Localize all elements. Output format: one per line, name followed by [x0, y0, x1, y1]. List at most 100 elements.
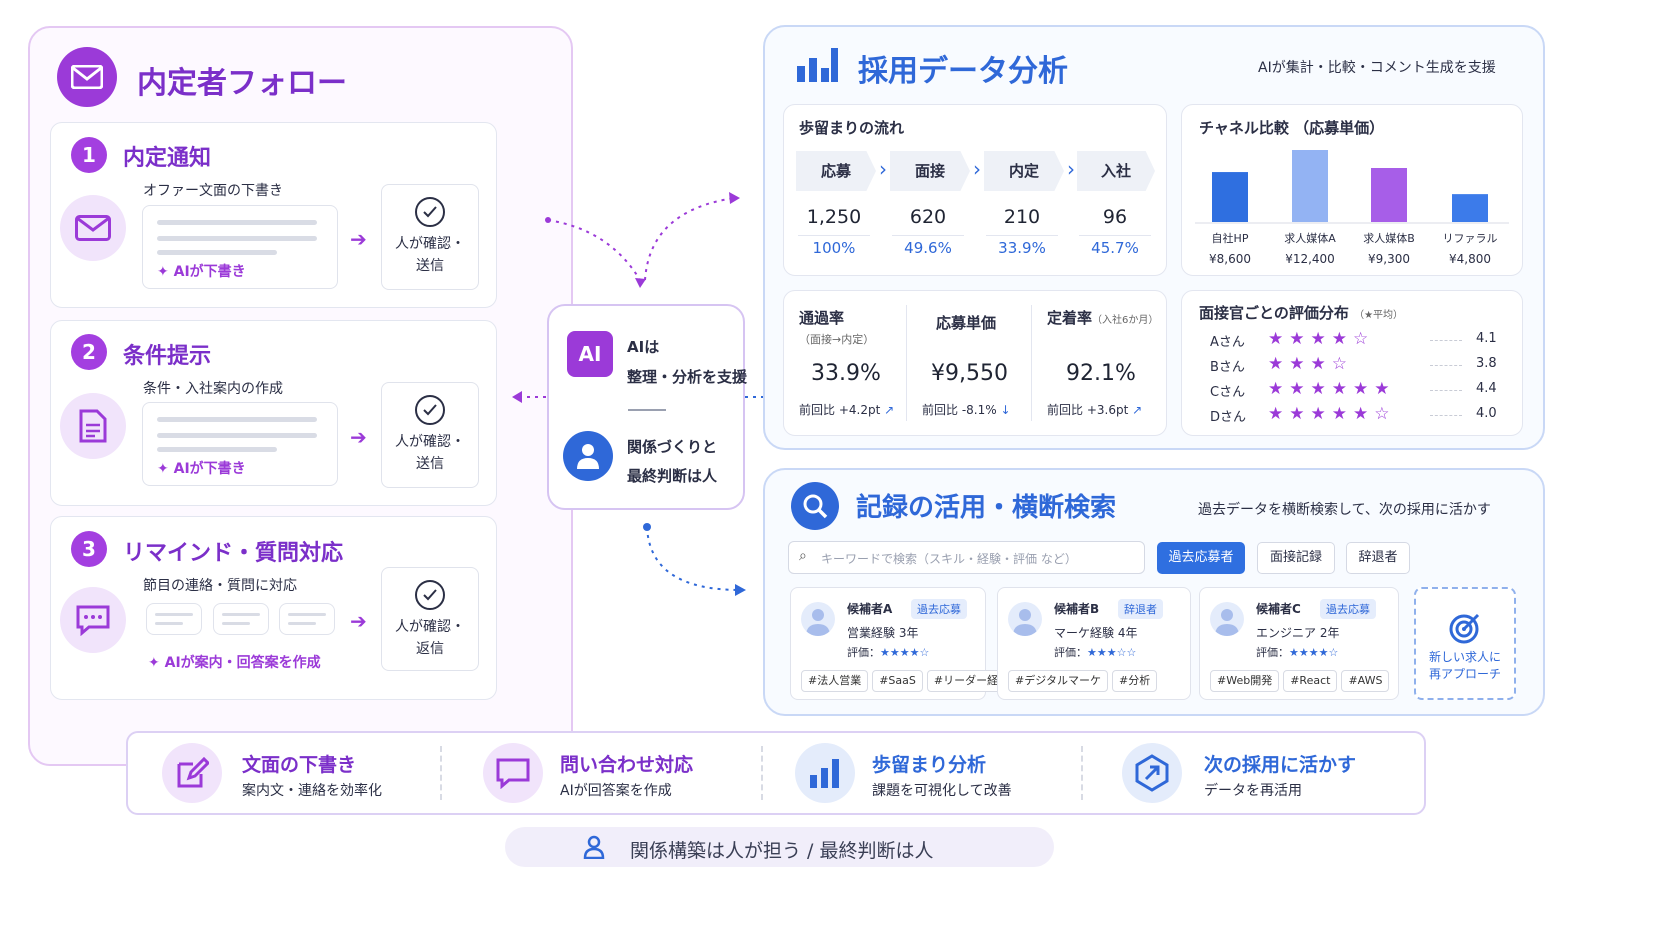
divider [628, 409, 666, 411]
ai-draft-label-2: AIが下書き [173, 461, 246, 477]
avatar [801, 602, 835, 636]
bar-chart-icon [795, 743, 855, 803]
funnel-rate: 49.6% [904, 239, 952, 257]
candidate-tags: #Web開発#React#AWS [1210, 669, 1393, 692]
message-card [279, 603, 335, 635]
check-icon [415, 395, 445, 425]
funnel-count: 96 [1102, 206, 1128, 228]
candidate-name: 候補者B [1054, 602, 1100, 616]
kpi-value-pass-rate: 33.9% [811, 361, 881, 386]
benefit-desc-3: 課題を可視化して改善 [872, 783, 1012, 799]
chevron-right-icon: › [973, 157, 981, 181]
kpi-title-cost: 応募単価 [936, 314, 997, 332]
rating-score: 4.4 [1476, 381, 1497, 396]
human-role-line2: 最終判断は人 [627, 467, 718, 485]
channel-bar [1212, 172, 1248, 222]
step-sub-1: オファー文面の下書き [143, 183, 283, 199]
kpi-title-retention: 定着率（入社6か月） [1047, 307, 1158, 328]
benefit-title-2: 問い合わせ対応 [560, 754, 694, 776]
kpi-value-retention: 92.1% [1066, 361, 1136, 386]
arrow-right-icon: ➔ [350, 227, 367, 251]
avatar [1008, 602, 1042, 636]
kpi-delta-retention: 前回比 +3.6pt ↗ [1047, 401, 1142, 418]
ai-draft-label-1: AIが下書き [173, 264, 246, 280]
rating-stars: ★★★☆ [1268, 354, 1353, 374]
skill-tag[interactable]: #リーダー経験 [926, 670, 1017, 692]
skill-tag[interactable]: #React [1283, 670, 1338, 692]
filter-declined[interactable]: 辞退者 [1346, 542, 1410, 574]
search-input[interactable]: ⌕ キーワードで検索（スキル・経験・評価 など） [788, 541, 1145, 574]
interviewer-name: Cさん [1210, 385, 1246, 400]
filter-interview-records[interactable]: 面接記録 [1257, 542, 1335, 574]
step-number-2: 2 [71, 334, 107, 370]
target-icon [1448, 611, 1482, 645]
rating-dash [1430, 390, 1462, 391]
ai-role-line2: 整理・分析を支援 [627, 368, 748, 386]
check-icon [415, 197, 445, 227]
kpi-delta-text: 前回比 -8.1% [922, 403, 997, 417]
document-icon [60, 393, 126, 459]
confirm-label-1a: 人が確認・ [395, 236, 465, 252]
message-card [213, 603, 269, 635]
ai-chip-icon: AI [567, 331, 613, 377]
funnel-stage: 面接 [890, 151, 970, 191]
candidate-experience: エンジニア 2年 [1256, 626, 1340, 640]
channel-bar [1292, 150, 1328, 222]
confirm-box-3[interactable]: 人が確認・返信 [381, 567, 479, 671]
filter-past-applicants[interactable]: 過去応募者 [1157, 542, 1245, 574]
chevron-right-icon: › [879, 157, 887, 181]
channel-title: チャネル比較 （応募単価） [1199, 119, 1385, 137]
reapproach-line2: 再アプローチ [1428, 667, 1501, 681]
records-title: 記録の活用・横断検索 [856, 493, 1117, 523]
arrow-right-icon: ➔ [350, 609, 367, 633]
candidate-name: 候補者A [847, 602, 893, 616]
channel-value-label: ¥4,800 [1449, 252, 1491, 266]
skill-tag[interactable]: #デジタルマーケ [1008, 670, 1108, 692]
confirm-label-1b: 送信 [416, 258, 444, 274]
rating-note: （★平均） [1354, 310, 1404, 321]
draft-card-2 [142, 402, 338, 486]
human-role-line1: 関係づくりと [627, 438, 718, 456]
down-arrow-icon: ↓ [1000, 403, 1011, 417]
benefit-desc-4: データを再活用 [1204, 783, 1302, 799]
skill-tag[interactable]: #法人営業 [801, 670, 869, 692]
search-icon [791, 482, 839, 530]
benefit-title-1: 文面の下書き [242, 754, 357, 776]
divider [1079, 235, 1151, 236]
funnel-stage: 内定 [984, 151, 1064, 191]
search-icon: ⌕ [799, 548, 807, 564]
rating-stars: ★★★★★★ [1268, 379, 1396, 399]
funnel-rate: 100% [812, 239, 856, 257]
kpi-card [783, 290, 1167, 436]
rating-stars: ★★★★★☆ [1268, 404, 1396, 424]
candidate-tags: #法人営業#SaaS#リーダー経験 [801, 669, 1020, 692]
skill-tag[interactable]: #AWS [1341, 670, 1390, 692]
skill-tag[interactable]: #分析 [1112, 670, 1158, 692]
divider [986, 235, 1058, 236]
kpi-delta-pass-rate: 前回比 +4.2pt ↗ [799, 401, 894, 418]
kpi-title-text: 定着率 [1047, 309, 1093, 327]
rating-stars: ★★★★☆ [1289, 646, 1339, 659]
interviewer-name: Dさん [1210, 410, 1247, 425]
candidate-rating: 評価：★★★☆☆ [1054, 644, 1136, 660]
funnel-count: 210 [1003, 206, 1041, 228]
ai-reply-tag: ✦ AIが案内・回答案を作成 [148, 655, 321, 671]
confirm-box-1[interactable]: 人が確認・送信 [381, 184, 479, 290]
confirm-box-2[interactable]: 人が確認・送信 [381, 382, 479, 488]
channel-bar [1371, 168, 1407, 222]
ai-role-line1: AIは [627, 338, 660, 356]
ai-draft-tag-2: ✦ AIが下書き [157, 461, 246, 477]
rating-label: 評価： [1256, 646, 1289, 659]
reapproach-button[interactable]: 新しい求人に 再アプローチ [1414, 587, 1516, 700]
kpi-note-retention: （入社6か月） [1092, 315, 1159, 326]
divider [906, 305, 907, 421]
edit-icon [162, 743, 222, 803]
rating-score: 3.8 [1476, 356, 1497, 371]
skill-tag[interactable]: #SaaS [872, 670, 923, 692]
mail-icon [57, 47, 117, 107]
skill-tag[interactable]: #Web開発 [1210, 670, 1280, 692]
channel-category-label: 求人媒体A [1284, 231, 1336, 245]
